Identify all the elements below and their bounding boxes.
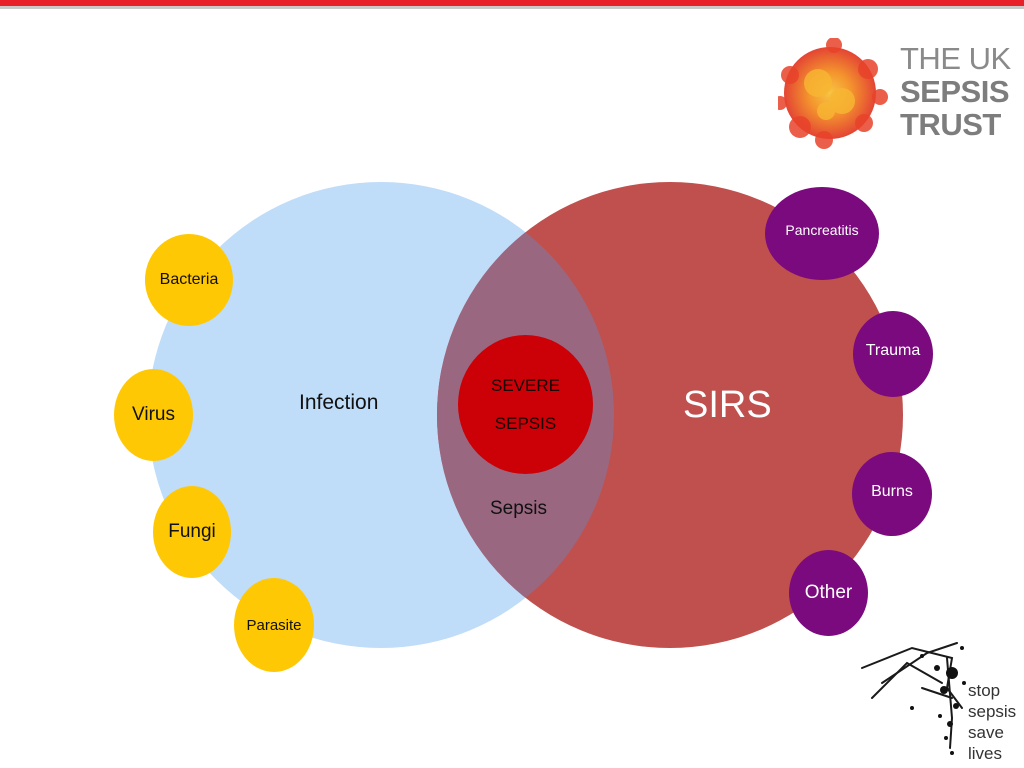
- cause-pancreatitis: Pancreatitis: [765, 187, 879, 280]
- stop-sepsis-line2: sepsis: [968, 702, 1017, 721]
- cause-virus-label: Virus: [132, 404, 175, 425]
- severe-sepsis-circle: SEVERE SEPSIS: [458, 335, 593, 474]
- stop-sepsis-line4: lives: [968, 744, 1003, 763]
- cause-other: Other: [789, 550, 868, 636]
- stop-sepsis-line3: save: [968, 723, 1004, 742]
- sepsis-overlap: [437, 182, 614, 648]
- sepsis-label: Sepsis: [490, 498, 548, 519]
- severe-sepsis-line2: SEPSIS: [494, 413, 557, 433]
- logo-line-the-uk: THE UK: [900, 41, 1011, 76]
- sirs-label: SIRS: [683, 384, 772, 426]
- cause-pancreatitis-label: Pancreatitis: [785, 221, 859, 238]
- cause-bacteria-label: Bacteria: [159, 271, 219, 288]
- stop-sepsis-wordmark: stop sepsis save lives: [968, 680, 1016, 764]
- severe-sepsis-line1: SEVERE: [491, 375, 560, 395]
- cause-parasite: Parasite: [234, 578, 314, 672]
- top-accent-bar: [0, 0, 1024, 9]
- stop-sepsis-ink-splatter-icon: [861, 642, 966, 755]
- cause-fungi: Fungi: [153, 486, 231, 578]
- cause-virus: Virus: [114, 369, 193, 461]
- cause-other-label: Other: [804, 582, 853, 603]
- cause-burns-label: Burns: [871, 483, 913, 500]
- cause-fungi-label: Fungi: [168, 521, 216, 542]
- cause-burns: Burns: [852, 452, 932, 536]
- sepsis-trust-wordmark: THE UK SEPSIS TRUST: [900, 42, 1011, 141]
- infection-label: Infection: [299, 391, 379, 414]
- cause-trauma: Trauma: [853, 311, 933, 397]
- stop-sepsis-line1: stop: [968, 681, 1001, 700]
- sepsis-trust-sun-logo-icon: [778, 38, 888, 149]
- logo-line-sepsis: SEPSIS: [900, 74, 1009, 109]
- logo-line-trust: TRUST: [900, 107, 1001, 142]
- cause-trauma-label: Trauma: [865, 342, 921, 359]
- cause-bacteria: Bacteria: [145, 234, 233, 326]
- cause-parasite-label: Parasite: [246, 616, 302, 634]
